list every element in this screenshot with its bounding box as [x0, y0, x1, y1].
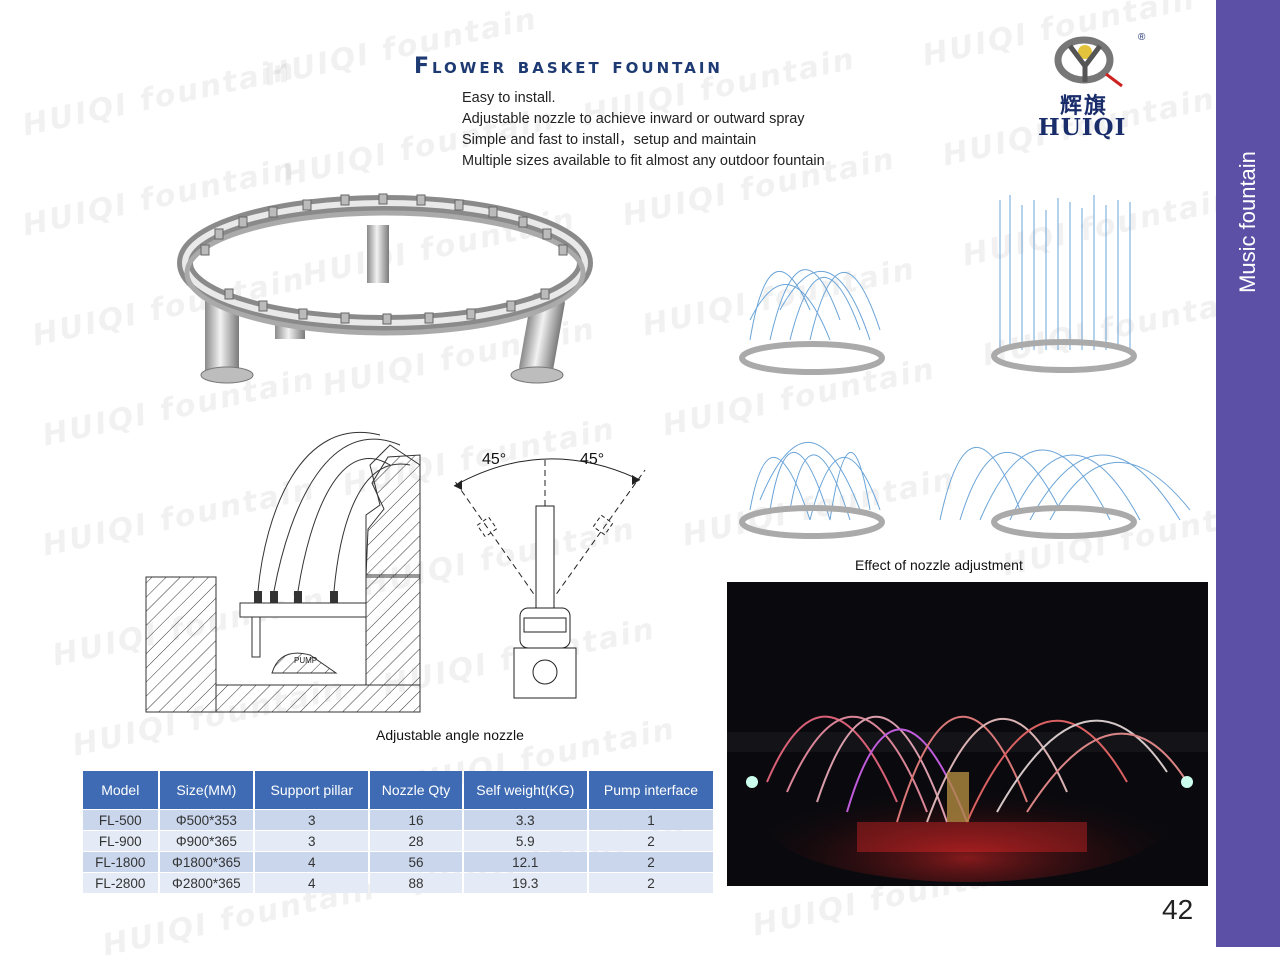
angle-right-label: 45°	[580, 451, 604, 468]
column-header: Self weight(KG)	[463, 771, 587, 809]
table-cell: 4	[255, 852, 369, 872]
column-header: Nozzle Qty	[370, 771, 462, 809]
table-cell: Φ1800*365	[159, 852, 254, 872]
feature-list: Easy to install. Adjustable nozzle to ac…	[462, 88, 825, 172]
table-cell: 4	[255, 873, 369, 893]
logo-english-text: HUIQI	[1038, 114, 1127, 141]
huiqi-logo	[1054, 36, 1123, 88]
table-cell: 1	[588, 810, 713, 830]
table-cell: 2	[588, 852, 713, 872]
effect-caption: Effect of nozzle adjustment	[855, 557, 1023, 573]
table-cell: 3.3	[463, 810, 587, 830]
table-cell: FL-1800	[83, 852, 158, 872]
watermark: HUIQI fountain	[261, 1, 541, 94]
fountain-night-photo	[727, 582, 1208, 886]
nozzle-angle-diagram: 45° 45°	[453, 451, 646, 699]
side-tab	[1216, 0, 1280, 947]
feature-item: Adjustable nozzle to achieve inward or o…	[462, 111, 805, 127]
feature-item: Easy to install.	[462, 90, 556, 106]
table-cell: FL-500	[83, 810, 158, 830]
spray-effect-inward	[739, 269, 885, 375]
table-header-row: Model Size(MM) Support pillar Nozzle Qty…	[83, 771, 713, 809]
pool-section-diagram: PUMP	[145, 432, 421, 713]
feature-item: Simple and fast to install，setup and mai…	[462, 132, 757, 148]
table-cell: 5.9	[463, 831, 587, 851]
column-header: Pump interface	[588, 771, 713, 809]
table-cell: 3	[255, 810, 369, 830]
fountain-ring-image	[177, 193, 593, 384]
specs-table: Model Size(MM) Support pillar Nozzle Qty…	[81, 770, 715, 894]
table-cell: 16	[370, 810, 462, 830]
table-cell: 2	[588, 873, 713, 893]
spray-effect-outward	[939, 446, 1191, 539]
table-cell: Φ500*353	[159, 810, 254, 830]
column-header: Support pillar	[255, 771, 369, 809]
table-cell: 28	[370, 831, 462, 851]
side-tab-label: Music fountain	[1235, 151, 1260, 293]
column-header: Size(MM)	[159, 771, 254, 809]
table-cell: FL-900	[83, 831, 158, 851]
feature-item: Multiple sizes available to fit almost a…	[462, 153, 825, 169]
nozzle-caption: Adjustable angle nozzle	[376, 727, 524, 743]
column-header: Model	[83, 771, 158, 809]
table-cell: 19.3	[463, 873, 587, 893]
logo-chinese-text: 辉旗	[1060, 94, 1109, 119]
table-row: FL-2800 Φ2800*365 4 88 19.3 2	[83, 873, 713, 893]
table-row: FL-900 Φ900*365 3 28 5.9 2	[83, 831, 713, 851]
spray-effects-illustration	[739, 195, 1191, 539]
table-cell: 2	[588, 831, 713, 851]
page-title: Flower basket fountain	[414, 54, 723, 79]
spray-effect-vertical	[991, 195, 1137, 373]
table-cell: 12.1	[463, 852, 587, 872]
pump-label: PUMP	[294, 656, 317, 665]
table-row: FL-500 Φ500*353 3 16 3.3 1	[83, 810, 713, 830]
table-cell: 56	[370, 852, 462, 872]
table-cell: Φ900*365	[159, 831, 254, 851]
page-number: 42	[1162, 894, 1194, 925]
table-cell: FL-2800	[83, 873, 158, 893]
table-cell: 3	[255, 831, 369, 851]
registered-mark: ®	[1138, 32, 1146, 43]
spray-effect-fountain	[739, 441, 885, 539]
watermark: HUIQI fountain	[19, 51, 299, 144]
angle-left-label: 45°	[482, 451, 506, 468]
table-cell: Φ2800*365	[159, 873, 254, 893]
table-row: FL-1800 Φ1800*365 4 56 12.1 2	[83, 852, 713, 872]
table-cell: 88	[370, 873, 462, 893]
